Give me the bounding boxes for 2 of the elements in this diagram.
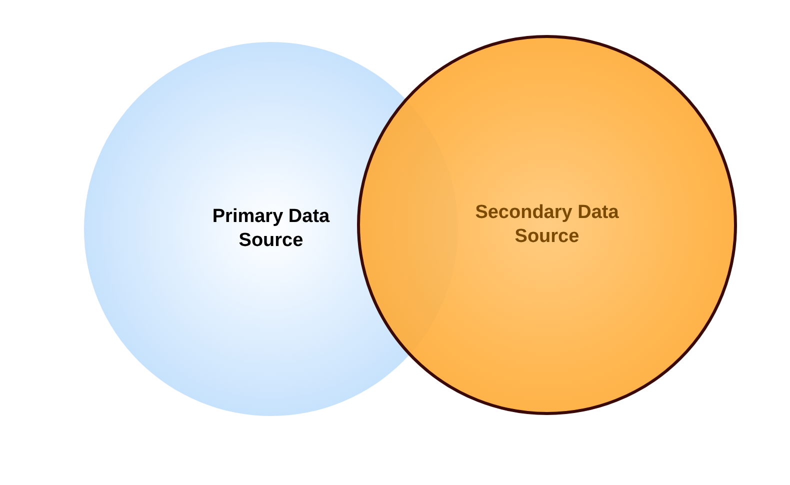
- circle-label: Secondary Data Source: [474, 201, 620, 249]
- circle-label: Primary Data Source: [211, 205, 331, 253]
